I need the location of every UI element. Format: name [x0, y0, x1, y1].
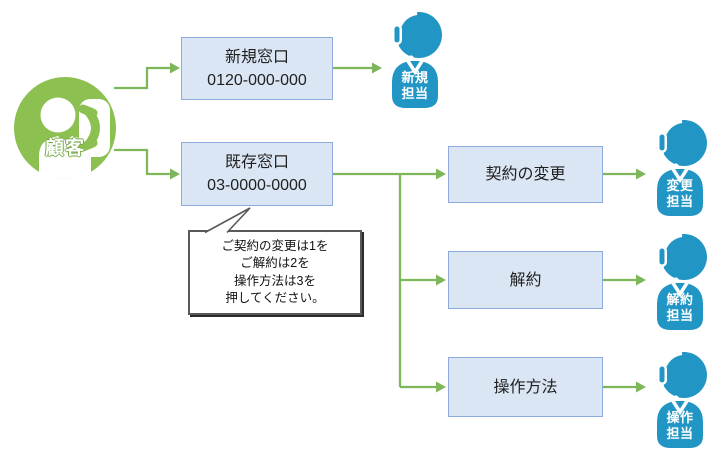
box-existing-title: 既存窓口: [224, 154, 289, 171]
agent-new-icon: 新規 担当: [383, 8, 447, 108]
box-option-howto-label: 操作方法: [493, 378, 558, 396]
box-option-cancel: 解約: [448, 251, 603, 309]
customer-phone-icon: [14, 77, 116, 179]
agent-change-label: 変更 担当: [666, 178, 694, 209]
box-new-contact: 新規窓口 0120-000-000: [181, 37, 333, 100]
agent-cancel-label: 解約 担当: [666, 292, 694, 323]
agent-howto-icon: 操作 担当: [648, 348, 712, 448]
connector-customer-to-existing: [114, 148, 171, 176]
callout-line-4: 押してください。: [225, 291, 325, 305]
operator-headset-icon: [657, 119, 707, 216]
box-existing-phone: 03-0000-0000: [207, 177, 307, 194]
customer-body: [39, 136, 91, 179]
agent-new-label: 新規 担当: [401, 70, 429, 101]
agent-howto-label: 操作 担当: [666, 410, 694, 441]
box-option-howto: 操作方法: [448, 357, 603, 417]
box-existing-contact: 既存窓口 03-0000-0000: [181, 142, 333, 206]
box-option-cancel-label: 解約: [509, 271, 542, 289]
callout-line-2: ご解約は2を: [240, 256, 310, 270]
arrowheads: [170, 62, 646, 393]
box-option-change-label: 契約の変更: [485, 166, 566, 183]
ivr-callout: ご契約の変更は1を ご解約は2を 操作方法は3を 押してください。: [188, 230, 362, 315]
box-new-title: 新規窓口: [224, 48, 289, 66]
callout-line-1: ご契約の変更は1を: [221, 238, 329, 253]
customer-icon: 顧客: [13, 76, 117, 180]
agent-change-icon: 変更 担当: [648, 116, 712, 216]
box-option-change: 契約の変更: [448, 146, 603, 203]
operator-headset-icon: [392, 11, 442, 108]
operator-headset-icon: [657, 351, 707, 448]
customer-label: 顧客: [44, 138, 85, 159]
operator-headset-icon: [657, 233, 707, 330]
callout-line-3: 操作方法は3を: [234, 273, 316, 288]
customer-head: [40, 97, 76, 133]
connector-customer-to-new: [114, 66, 171, 90]
agent-cancel-icon: 解約 担当: [648, 230, 712, 330]
box-new-phone: 0120-000-000: [207, 71, 307, 89]
